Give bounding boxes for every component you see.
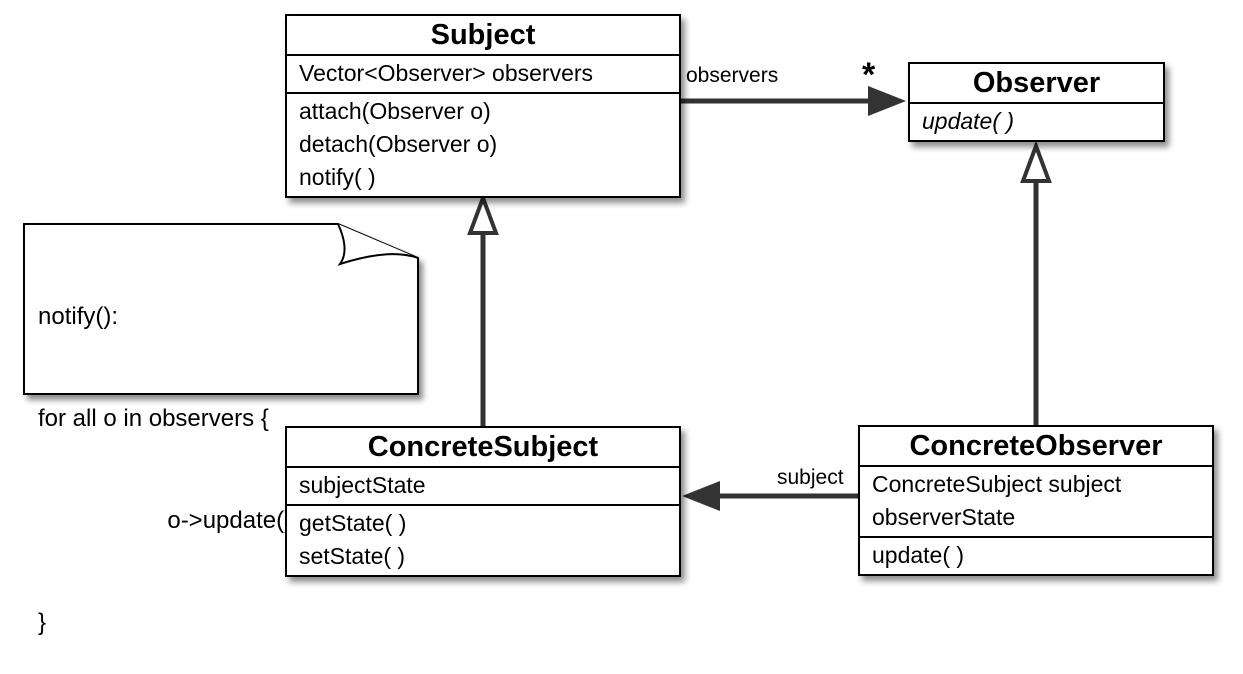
attribute: observerState — [872, 504, 1016, 530]
generalization-concrete-subject-triangle — [467, 192, 499, 235]
class-concrete-observer-attributes: ConcreteSubject subject observerState — [860, 467, 1212, 538]
class-concrete-subject-name: ConcreteSubject — [287, 428, 679, 468]
method: attach(Observer o) — [299, 98, 491, 124]
class-concrete-subject-methods: getState( ) setState( ) — [287, 506, 679, 575]
attribute: ConcreteSubject subject — [872, 471, 1122, 497]
note-body — [23, 223, 419, 395]
note-text: notify(): for all o in observers { o->up… — [38, 232, 292, 674]
note-line: o->update() — [114, 507, 293, 534]
generalization-concrete-observer — [1020, 140, 1052, 425]
class-observer-name: Observer — [910, 64, 1163, 104]
class-concrete-observer-methods: update( ) — [860, 538, 1212, 574]
association-observers-arrowhead — [868, 86, 906, 116]
method: update( ) — [922, 108, 1015, 134]
method: notify( ) — [299, 164, 376, 190]
class-concrete-subject[interactable]: ConcreteSubject subjectState getState( )… — [285, 426, 681, 577]
class-subject-name: Subject — [287, 16, 679, 56]
note-line: for all o in observers { — [38, 405, 269, 432]
association-observers-multiplicity: * — [862, 56, 876, 94]
class-observer[interactable]: Observer update( ) — [908, 62, 1165, 142]
association-subject-label: subject — [777, 466, 844, 489]
association-observers — [680, 86, 906, 116]
note — [23, 223, 419, 395]
association-subject — [682, 481, 858, 511]
class-subject-methods: attach(Observer o) detach(Observer o) no… — [287, 94, 679, 196]
connectors-layer — [23, 86, 1052, 511]
method: detach(Observer o) — [299, 131, 498, 157]
method: getState( ) — [299, 510, 407, 536]
class-subject[interactable]: Subject Vector<Observer> observers attac… — [285, 14, 681, 198]
generalization-concrete-subject — [467, 192, 499, 426]
generalization-concrete-observer-triangle — [1020, 140, 1052, 183]
note-line: notify(): — [38, 303, 119, 330]
attribute: subjectState — [299, 472, 426, 498]
note-dog-ear — [337, 223, 419, 266]
class-observer-methods: update( ) — [910, 104, 1163, 140]
class-concrete-subject-attributes: subjectState — [287, 468, 679, 506]
association-observers-label: observers — [686, 64, 779, 87]
class-concrete-observer[interactable]: ConcreteObserver ConcreteSubject subject… — [858, 425, 1214, 576]
note-line: } — [38, 609, 47, 636]
association-subject-arrowhead — [682, 481, 720, 511]
method: update( ) — [872, 542, 965, 568]
method: setState( ) — [299, 543, 406, 569]
attribute: Vector<Observer> observers — [299, 60, 594, 86]
class-subject-attributes: Vector<Observer> observers — [287, 56, 679, 94]
class-concrete-observer-name: ConcreteObserver — [860, 427, 1212, 467]
